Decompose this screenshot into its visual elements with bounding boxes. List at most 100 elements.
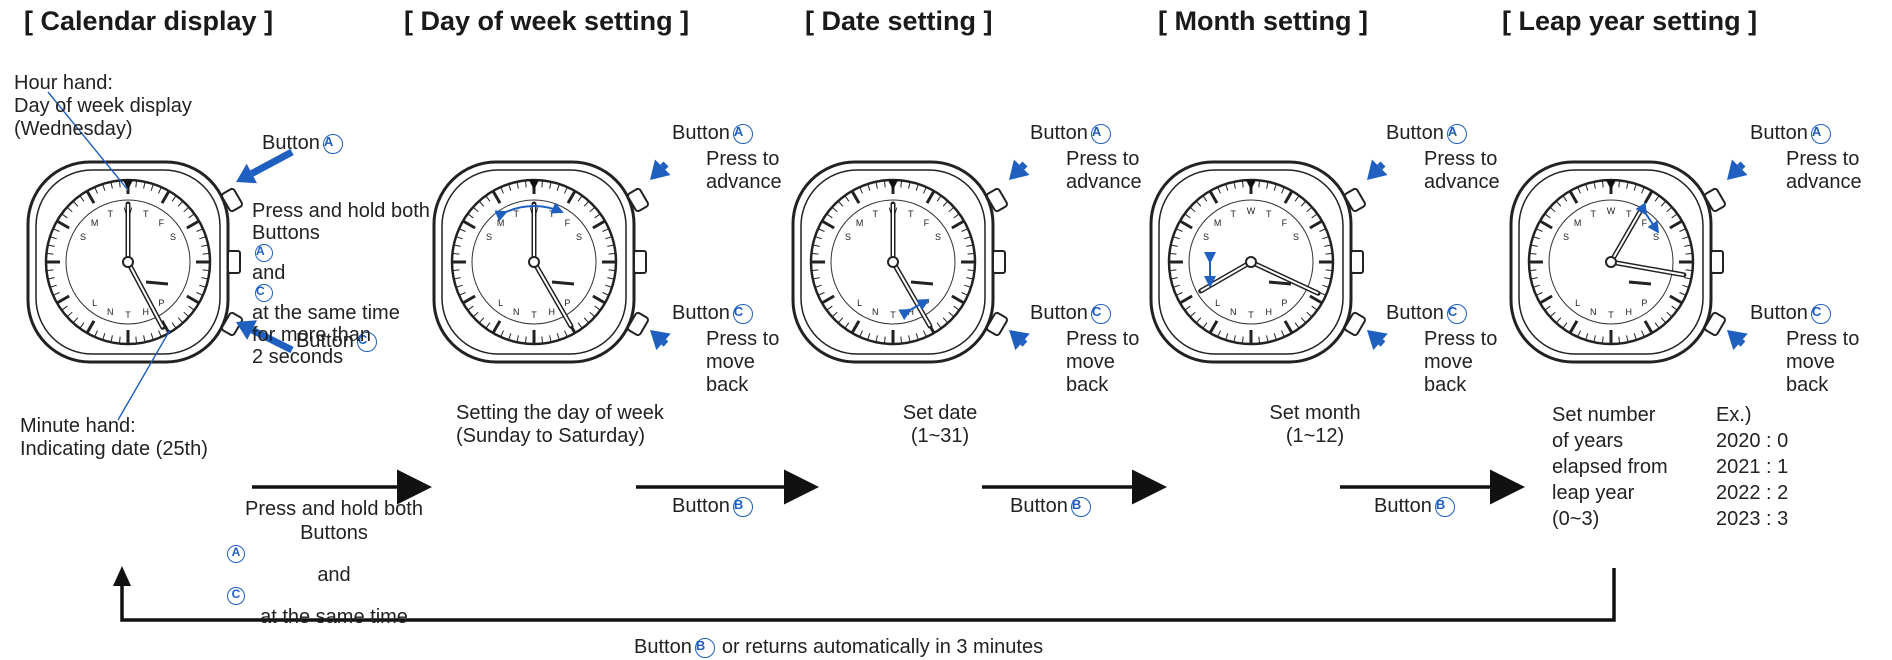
- svg-text:M: M: [497, 218, 505, 228]
- svg-text:T: T: [890, 310, 896, 320]
- svg-text:S: S: [170, 232, 176, 242]
- svg-text:T: T: [1248, 310, 1254, 320]
- button-c-badge: C: [255, 284, 273, 302]
- svg-text:T: T: [1230, 209, 1236, 219]
- svg-text:N: N: [1590, 307, 1597, 317]
- back-pointer-2: [1378, 339, 1386, 347]
- svg-text:S: S: [1203, 232, 1209, 242]
- svg-text:P: P: [1641, 298, 1647, 308]
- svg-text:S: S: [576, 232, 582, 242]
- back-pointer-1: [1020, 339, 1028, 347]
- svg-text:T: T: [872, 209, 878, 219]
- svg-text:P: P: [1281, 298, 1287, 308]
- svg-text:N: N: [107, 307, 114, 317]
- button-a-badge: A: [1810, 123, 1831, 144]
- title-day-of-week-setting: [ Day of week setting ]: [404, 6, 690, 36]
- back-pointer-3: [1738, 339, 1746, 347]
- button-b-badge: B: [694, 637, 715, 658]
- advance-pointer-1: [1019, 161, 1028, 170]
- svg-text:N: N: [872, 307, 879, 317]
- button-b-badge: B: [1070, 496, 1091, 517]
- svg-text:H: H: [1626, 307, 1633, 317]
- svg-text:H: H: [143, 307, 150, 317]
- svg-text:S: S: [935, 232, 941, 242]
- svg-text:S: S: [1653, 232, 1659, 242]
- svg-text:S: S: [80, 232, 86, 242]
- caption-month: Set month (1~12): [1269, 402, 1361, 447]
- minute-hand-leader: [117, 329, 171, 421]
- return-loop-arrowhead: [113, 566, 131, 586]
- svg-text:S: S: [1563, 232, 1569, 242]
- advance-pointer-0: [660, 161, 669, 170]
- svg-text:L: L: [1575, 298, 1580, 308]
- button-c-badge: C: [732, 303, 753, 324]
- svg-text:P: P: [564, 298, 570, 308]
- caption-day-of-week: Setting the day of week (Sunday to Satur…: [456, 402, 664, 447]
- leap-year-examples: Ex.) 2020 : 0 2021 : 1 2022 : 2 2023 : 3: [1716, 404, 1789, 530]
- title-date-setting: [ Date setting ]: [805, 6, 993, 36]
- svg-text:W: W: [1607, 206, 1616, 216]
- button-c-pointer: [250, 326, 294, 354]
- svg-text:S: S: [486, 232, 492, 242]
- button-c-badge: C: [356, 331, 377, 352]
- button-c-badge: C: [1446, 303, 1467, 324]
- svg-text:T: T: [125, 310, 131, 320]
- caption-leap-year: Set number of years elapsed from leap ye…: [1552, 404, 1668, 530]
- svg-text:M: M: [1574, 218, 1582, 228]
- svg-text:N: N: [513, 307, 520, 317]
- button-a-badge: A: [227, 545, 245, 563]
- leap-hand-arc: [1635, 202, 1660, 234]
- svg-text:N: N: [1230, 307, 1237, 317]
- svg-text:S: S: [845, 232, 851, 242]
- svg-text:M: M: [1214, 218, 1222, 228]
- svg-text:F: F: [159, 218, 165, 228]
- svg-text:T: T: [1608, 310, 1614, 320]
- svg-text:F: F: [1282, 218, 1288, 228]
- svg-text:W: W: [1247, 206, 1256, 216]
- svg-text:T: T: [143, 209, 149, 219]
- button-a-badge: A: [732, 123, 753, 144]
- title-month-setting: [ Month setting ]: [1158, 6, 1368, 36]
- button-c-badge: C: [227, 587, 245, 605]
- title-calendar-display: [ Calendar display ]: [24, 6, 274, 36]
- svg-text:P: P: [158, 298, 164, 308]
- button-a-badge: A: [1090, 123, 1111, 144]
- svg-text:F: F: [565, 218, 571, 228]
- svg-text:L: L: [1215, 298, 1220, 308]
- day-hand-arc: [494, 202, 564, 222]
- button-c-badge: C: [1090, 303, 1111, 324]
- svg-text:T: T: [1626, 209, 1632, 219]
- svg-text:H: H: [549, 307, 556, 317]
- svg-text:S: S: [1293, 232, 1299, 242]
- svg-text:T: T: [513, 209, 519, 219]
- button-a-badge: A: [1446, 123, 1467, 144]
- svg-text:T: T: [1590, 209, 1596, 219]
- svg-text:L: L: [92, 298, 97, 308]
- svg-text:L: L: [857, 298, 862, 308]
- svg-text:T: T: [531, 310, 537, 320]
